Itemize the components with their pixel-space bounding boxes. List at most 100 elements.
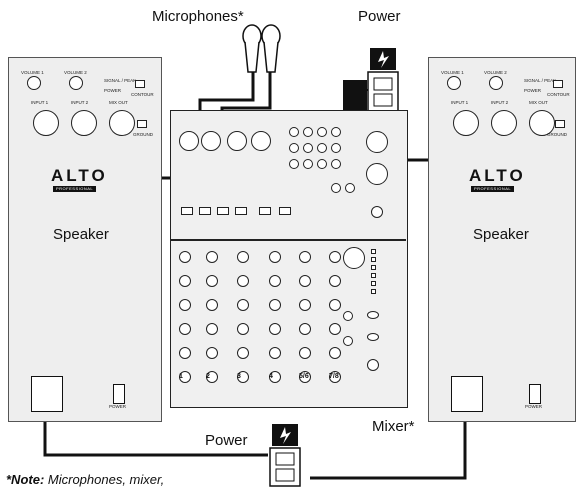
mixer-button[interactable] [181,207,193,215]
ground-switch[interactable] [137,120,147,128]
contour-switch[interactable] [553,80,563,88]
mixer-knob[interactable] [367,359,379,371]
contour-switch[interactable] [135,80,145,88]
input1-jack[interactable] [453,110,479,136]
input2-label: INPUT 2 [491,100,509,105]
mix-out-jack[interactable] [529,110,555,136]
channel-knob[interactable] [206,275,218,287]
mixer-button[interactable] [199,207,211,215]
channel-knob[interactable] [329,371,341,383]
right-speaker-power-cable [310,405,467,480]
input2-jack[interactable] [491,110,517,136]
mixer-knob[interactable] [289,127,299,137]
channel-knob[interactable] [206,323,218,335]
channel-knob[interactable] [299,299,311,311]
channel-knob[interactable] [269,323,281,335]
channel-knob[interactable] [206,371,218,383]
channel-knob[interactable] [179,299,191,311]
ground-switch[interactable] [555,120,565,128]
level-led[interactable] [371,257,376,262]
channel-knob[interactable] [269,371,281,383]
mixer-xlr-input-3[interactable] [227,131,247,151]
power-switch[interactable] [529,384,541,404]
channel-knob[interactable] [179,371,191,383]
channel-knob[interactable] [179,347,191,359]
channel-knob[interactable] [329,323,341,335]
mixer-main-out-jack[interactable] [366,163,388,185]
mixer-button[interactable] [217,207,229,215]
input2-jack[interactable] [71,110,97,136]
volume2-knob[interactable] [489,76,503,90]
mixer-main-out-jack[interactable] [366,131,388,153]
ground-label: GROUND [133,132,153,137]
channel-knob[interactable] [179,251,191,263]
channel-knob[interactable] [329,251,341,263]
channel-knob[interactable] [237,371,249,383]
mixer-knob[interactable] [289,159,299,169]
channel-knob[interactable] [237,323,249,335]
input1-jack[interactable] [33,110,59,136]
headphone-jack[interactable] [371,206,383,218]
channel-knob[interactable] [237,299,249,311]
level-led[interactable] [371,249,376,254]
mixer-knob[interactable] [289,143,299,153]
channel-knob[interactable] [206,299,218,311]
channel-knob[interactable] [206,347,218,359]
mixer-xlr-input-4[interactable] [251,131,271,151]
channel-knob[interactable] [329,275,341,287]
level-led[interactable] [371,265,376,270]
channel-number-label: 5/6 [299,373,309,380]
mixer-knob[interactable] [331,127,341,137]
channel-knob[interactable] [329,299,341,311]
mixer-knob[interactable] [317,127,327,137]
mixer-button[interactable] [279,207,291,215]
channel-knob[interactable] [269,251,281,263]
channel-knob[interactable] [329,347,341,359]
channel-knob[interactable] [237,347,249,359]
level-led[interactable] [371,273,376,278]
power-inlet[interactable] [451,376,483,412]
mixer-xlr-input-2[interactable] [201,131,221,151]
volume1-knob[interactable] [447,76,461,90]
mixer-knob[interactable] [303,143,313,153]
channel-knob[interactable] [299,251,311,263]
channel-knob[interactable] [299,275,311,287]
level-led[interactable] [371,281,376,286]
channel-number-label: 4 [269,373,273,380]
mixer-knob[interactable] [343,311,353,321]
power-switch[interactable] [113,384,125,404]
channel-knob[interactable] [299,371,311,383]
channel-knob[interactable] [299,323,311,335]
mixer-button[interactable] [367,311,379,319]
mixer-knob[interactable] [331,159,341,169]
mixer-knob[interactable] [303,127,313,137]
mixer-knob[interactable] [343,336,353,346]
microphones-label: Microphones* [152,8,244,25]
master-volume-knob[interactable] [343,247,365,269]
mixer-button[interactable] [235,207,247,215]
mixer-knob[interactable] [317,159,327,169]
channel-knob[interactable] [269,275,281,287]
channel-knob[interactable] [269,347,281,359]
channel-knob[interactable] [269,299,281,311]
channel-knob[interactable] [299,347,311,359]
mixer-button[interactable] [367,333,379,341]
channel-knob[interactable] [179,323,191,335]
channel-knob[interactable] [237,251,249,263]
level-led[interactable] [371,289,376,294]
mixer-knob[interactable] [331,143,341,153]
volume1-knob[interactable] [27,76,41,90]
channel-knob[interactable] [179,275,191,287]
footnote-text: Microphones, mixer, [44,472,165,487]
mixer-knob[interactable] [317,143,327,153]
channel-knob[interactable] [206,251,218,263]
mix-out-jack[interactable] [109,110,135,136]
volume2-knob[interactable] [69,76,83,90]
mixer-knob[interactable] [303,159,313,169]
mixer-knob[interactable] [331,183,341,193]
mixer-knob[interactable] [345,183,355,193]
mixer-button[interactable] [259,207,271,215]
power-inlet[interactable] [31,376,63,412]
mixer-xlr-input-1[interactable] [179,131,199,151]
channel-knob[interactable] [237,275,249,287]
